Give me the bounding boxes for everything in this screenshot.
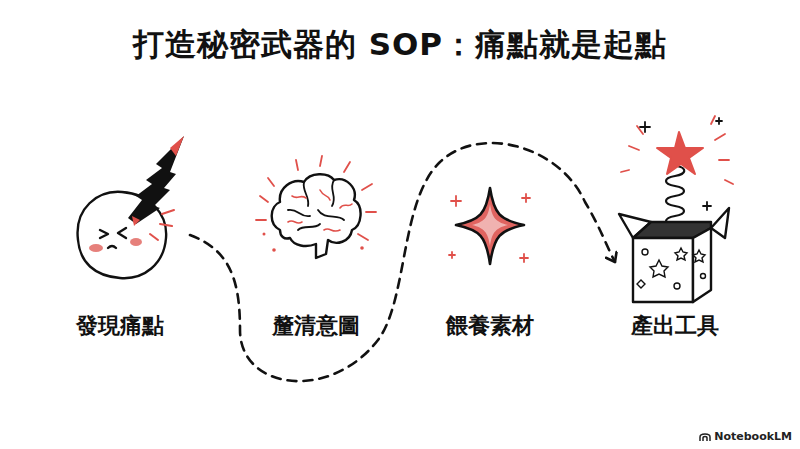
- watermark-text: NotebookLM: [714, 430, 792, 443]
- step-label: 釐清意圖: [258, 311, 374, 341]
- step-item: 餵養素材: [438, 170, 542, 345]
- step-label: 餵養素材: [438, 311, 542, 341]
- diagram-title: 打造秘密武器的 SOP：痛點就是起點: [0, 24, 800, 66]
- step-illustration: [50, 130, 190, 345]
- dashed-connector: [190, 143, 615, 381]
- watermark-icon: [699, 432, 711, 442]
- step-item: 釐清意圖: [258, 150, 374, 345]
- step-illustration: [615, 110, 735, 345]
- step-item: 產出工具: [615, 110, 735, 345]
- watermark: NotebookLM: [699, 430, 792, 443]
- step-item: 發現痛點: [50, 130, 190, 345]
- step-label: 發現痛點: [50, 311, 190, 341]
- step-label: 產出工具: [615, 311, 735, 341]
